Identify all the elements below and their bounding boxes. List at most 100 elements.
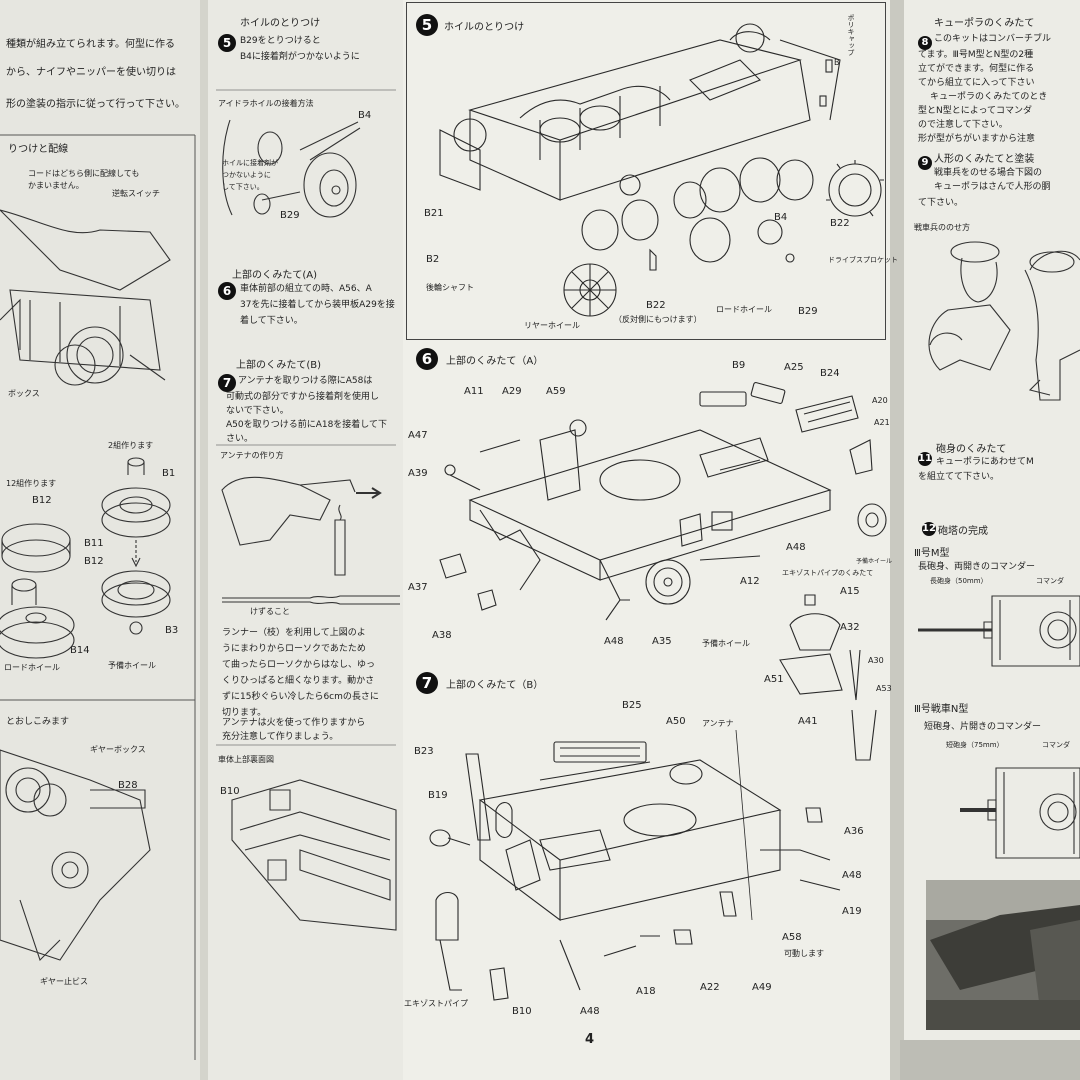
step6-part-a30: A30 — [868, 656, 884, 665]
antenna-method-7: アンテナは火を使って作りますから — [222, 718, 366, 728]
mid-step6-number: 6 — [218, 282, 236, 300]
step8-line-7: ので注意して下さい。 — [918, 120, 1008, 130]
step5-part-b21: B21 — [424, 208, 444, 219]
part-b11: B11 — [84, 538, 104, 549]
road-wheel-label-center: ロードホイール — [716, 305, 772, 314]
idler-note-2: つかないように — [222, 171, 271, 179]
step6-part-a12: A12 — [740, 576, 760, 587]
reverse-side-label: （反対側にもつけます） — [614, 315, 702, 324]
step8-line-2: てます。Ⅲ号M型とN型の2種 — [918, 50, 1034, 60]
insert-section-title: とおしこみます — [6, 717, 70, 727]
gearbox-label: ギヤーボックス — [90, 745, 146, 754]
movable-label: 可動します — [784, 949, 824, 958]
step5-part-b22-right: B22 — [830, 218, 850, 229]
underside-header: 車体上部裏面図 — [218, 755, 274, 764]
type-n-label: Ⅲ号戦車N型 — [914, 704, 969, 715]
step8-line-8: 形が型がちがいますから注意 — [918, 134, 1036, 144]
step6-part-a29: A29 — [502, 386, 522, 397]
type-m-desc: 長砲身、両開きのコマンダー — [918, 562, 1036, 572]
idler-wheel-header: アイドラホイルの接着方法 — [218, 99, 314, 108]
poly-cap-b-label: B — [834, 58, 840, 67]
part-b12-lower: B12 — [84, 556, 104, 567]
step6-part-a51: A51 — [764, 674, 784, 685]
step7-part-b10: B10 — [512, 1006, 532, 1017]
antenna-method-3: て曲ったらローソクからはなし、ゆっ — [222, 660, 376, 670]
step9-title: 人形のくみたてと塗装 — [934, 154, 1035, 165]
step5-part-b2: B2 — [426, 254, 440, 265]
step9-line-3: て下さい。 — [918, 198, 964, 208]
step9-line-1: 戦車兵をのせる場合下図の — [934, 168, 1043, 178]
step8-line-6: 型とN型とによってコマンダ — [918, 106, 1033, 116]
gearbox-label-small: ボックス — [8, 389, 40, 398]
wiring-note-2: かまいません。 — [28, 181, 84, 190]
step8-number: 8 — [918, 36, 932, 50]
step12-number: 12 — [922, 522, 936, 536]
step5-frame — [406, 2, 886, 340]
part-b1: B1 — [162, 468, 176, 479]
middle-column — [200, 0, 405, 1080]
antenna-label: アンテナ — [702, 719, 734, 728]
step8-line-1: このキットはコンバーチブル — [934, 34, 1052, 44]
mid-step7-title: 上部のくみたて(B) — [236, 360, 322, 371]
step6-part-a21: A21 — [874, 418, 890, 427]
mid-step7-line-2: 可動式の部分ですから接着剤を使用し — [226, 392, 380, 402]
antenna-method-header: アンテナの作り方 — [220, 451, 284, 460]
step7-part-a58: A58 — [782, 932, 802, 943]
mid-part-b10: B10 — [220, 786, 240, 797]
reverse-switch-label: 逆転スイッチ — [112, 189, 160, 198]
poly-cap-label: ポリキャップ — [847, 14, 855, 56]
step6-part-a39: A39 — [408, 468, 428, 479]
crew-placement-header: 戦車兵ののせ方 — [914, 223, 970, 232]
mid-part-b29: B29 — [280, 210, 300, 221]
step8-line-5: キューポラのくみたてのとき — [930, 92, 1048, 102]
mid-step6-line-2: 37を先に接着してから装甲板A29を接 — [240, 300, 395, 310]
step11-line-1: キューポラにあわせてM — [936, 457, 1034, 467]
exhaust-assembly-label: エキゾストパイプのくみたて — [782, 569, 874, 577]
step7-part-b25: B25 — [622, 700, 642, 711]
antenna-method-8: 充分注意して作りましょう。 — [222, 732, 339, 742]
mid-part-b4: B4 — [358, 110, 372, 121]
part-b14: B14 — [70, 645, 90, 656]
mid-step5-number: 5 — [218, 34, 236, 52]
step6-part-a47: A47 — [408, 430, 428, 441]
step7-part-a19: A19 — [842, 906, 862, 917]
intro-line-2: から、ナイフやニッパーを使い切りは — [6, 67, 176, 78]
step6-part-a48-left: A48 — [604, 636, 624, 647]
mid-step5-title: ホイルのとりつけ — [240, 18, 321, 29]
step11-number: 11 — [918, 452, 932, 466]
step11-title: 砲身のくみたて — [936, 444, 1007, 455]
mid-step5-line-2: B4に接着剤がつかないように — [240, 52, 360, 62]
step7-title: 上部のくみたて（B） — [446, 680, 544, 691]
step8-line-4: てから組立てに入って下さい — [918, 78, 1035, 88]
step5-part-b22: B22 — [646, 300, 666, 311]
step7-part-a49: A49 — [752, 982, 772, 993]
antenna-method-2: うにまわりからローソクであたため — [222, 644, 366, 654]
part-b3: B3 — [165, 625, 179, 636]
step8-line-3: 立てができます。何型に作る — [918, 64, 1035, 74]
antenna-method-4: くりひっぱると細くなります。動かさ — [222, 676, 375, 686]
type-m-label: Ⅲ号M型 — [914, 548, 950, 559]
step7-part-a48-bottom: A48 — [580, 1006, 600, 1017]
intro-line-1: 種類が組み立てられます。何型に作る — [6, 39, 175, 50]
step6-part-a38: A38 — [432, 630, 452, 641]
spare-wheel-label-left: 予備ホイール — [108, 661, 156, 670]
step8-title: キューポラのくみたて — [934, 18, 1035, 29]
mid-step7-number: 7 — [218, 374, 236, 392]
step6-part-a20: A20 — [872, 396, 888, 405]
antenna-method-6: 切ります。 — [222, 708, 267, 718]
road-wheel-label: ロードホイール — [4, 663, 60, 672]
step6-part-a25: A25 — [784, 362, 804, 373]
step5-part-b4: B4 — [774, 212, 788, 223]
step6-part-a37: A37 — [408, 582, 428, 593]
step6-part-a48-right: A48 — [786, 542, 806, 553]
step6-part-a53: A53 — [876, 684, 892, 693]
gear-screw-label: ギヤー止ビス — [40, 977, 88, 986]
step9-line-2: キューポラはさんで人形の胴 — [934, 182, 1051, 192]
step6-part-b9: B9 — [732, 360, 746, 371]
page-number: 4 — [585, 1032, 595, 1047]
wiring-section-title: りつけと配線 — [8, 144, 69, 155]
